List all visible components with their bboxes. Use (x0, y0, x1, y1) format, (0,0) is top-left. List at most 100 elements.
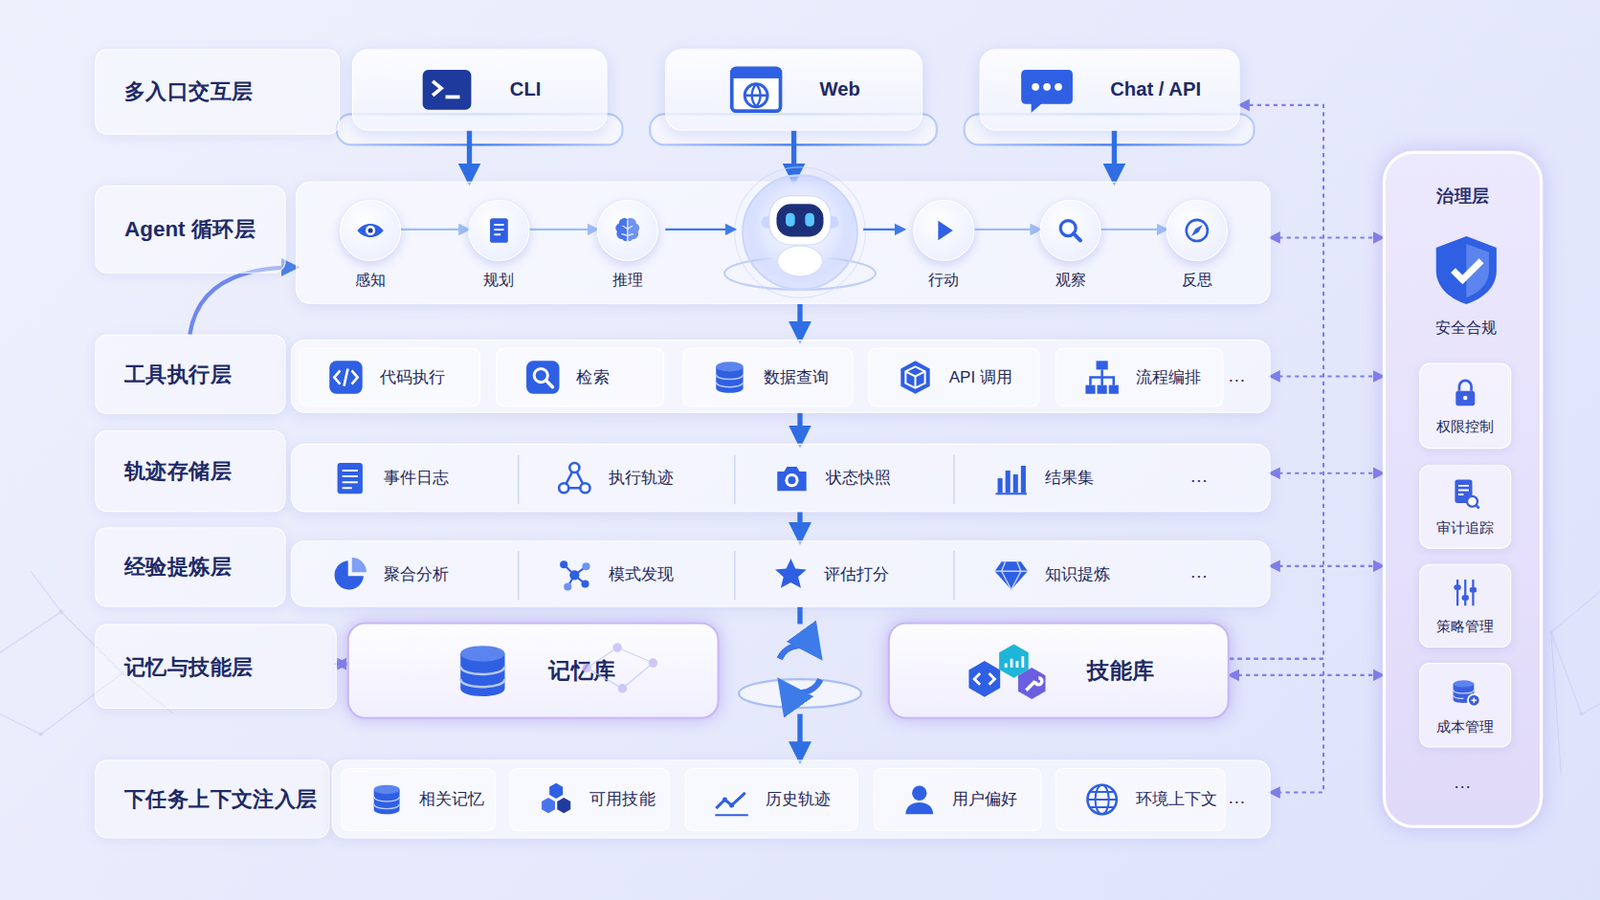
governance-item: 权限控制 (1419, 363, 1512, 450)
node-text: 技能库 (1087, 655, 1155, 687)
chat-icon (1018, 61, 1076, 119)
ellipsis-label: … (1227, 365, 1246, 387)
node-text: 下任务上下文注入层 (124, 785, 318, 815)
node-text: 多入口交互层 (124, 77, 253, 107)
component-item: 检索 (495, 348, 665, 408)
node-text: 反思 (1181, 270, 1213, 290)
governance-item: 审计追踪 (1419, 465, 1512, 549)
node-text: 轨迹存储层 (124, 457, 232, 487)
component-item: 事件日志 (304, 449, 514, 508)
component-item: 知识提炼 (965, 545, 1170, 603)
dashed-connector (1270, 565, 1383, 568)
cubes-icon (536, 780, 577, 821)
layer-band: 代码执行 检索 数据查询 API 调用 流程编排 (290, 339, 1271, 414)
dashed-connector (1270, 472, 1383, 475)
node-text: 审计追踪 (1436, 519, 1494, 538)
flow-arrow (797, 606, 802, 760)
star-icon (772, 555, 809, 593)
loop-step-circle: 感知 (339, 200, 401, 262)
dashed-connector (1229, 674, 1383, 677)
node-text: 记忆与技能层 (124, 652, 253, 682)
globe-icon (1082, 780, 1122, 821)
component-item: 聚合分析 (304, 545, 514, 603)
layer-label: 轨迹存储层 (94, 430, 286, 512)
node-text: 规划 (483, 270, 514, 290)
bars-icon (991, 459, 1031, 499)
node-text: 感知 (355, 270, 386, 290)
node-text: 事件日志 (383, 467, 449, 489)
node-text: 环境上下文 (1135, 789, 1218, 811)
node-text: 观察 (1055, 270, 1087, 290)
flow-arrow (791, 130, 797, 181)
code-icon (326, 357, 366, 398)
component-item: 数据查询 (682, 348, 853, 408)
pie-icon (330, 555, 370, 595)
node-text: 检索 (576, 366, 609, 388)
search-icon (1055, 215, 1087, 246)
node-text: 工具执行层 (124, 359, 232, 389)
layer-label: 经验提炼层 (94, 527, 286, 607)
entry-box: Chat / API (979, 48, 1241, 131)
node-text: Agent 循环层 (124, 215, 256, 245)
flow-arrow (797, 304, 802, 340)
node-text: 评估打分 (823, 563, 889, 585)
layer-band: 事件日志 执行轨迹状态快照结果集 (290, 444, 1271, 512)
component-item: 状态快照 (745, 449, 950, 508)
flow-icon (1082, 357, 1122, 398)
list-icon (330, 459, 370, 499)
entry-box: CLI (352, 48, 608, 131)
layer-band: 相关记忆可用技能历史轨迹用户偏好环境上下文 (332, 759, 1271, 839)
entry-box: Web (665, 48, 923, 131)
governance-item: 策略管理 (1419, 564, 1512, 648)
node-text: 用户偏好 (952, 789, 1018, 811)
coins-icon (1447, 674, 1483, 710)
sliders-icon (1447, 575, 1483, 610)
node-text: CLI (510, 78, 542, 101)
node-text: 权限控制 (1436, 418, 1494, 437)
dashed-connector (1270, 375, 1383, 378)
flow-arrow (189, 266, 296, 334)
flow-arrow (466, 130, 472, 181)
node-text: 记忆库 (548, 655, 616, 687)
loop-step-circle: 行动 (912, 200, 975, 262)
store-box: 记忆库 (347, 622, 720, 719)
loop-step-circle: 规划 (467, 200, 530, 262)
camera-icon (772, 459, 812, 499)
node-text: 历史轨迹 (765, 789, 831, 811)
component-item: 执行轨迹 (528, 449, 731, 508)
audit-icon (1447, 476, 1483, 512)
node-text: 模式发现 (608, 563, 674, 585)
loop-step-circle: 观察 (1040, 200, 1102, 262)
component-item: 流程编排 (1055, 348, 1224, 408)
loop-step-circle: 推理 (597, 200, 659, 262)
ellipsis-label: … (1189, 561, 1208, 583)
component-item: 评估打分 (745, 545, 950, 603)
node-text: 推理 (612, 270, 644, 290)
eye-icon (354, 214, 387, 247)
layer-label: 记忆与技能层 (94, 624, 337, 711)
ellipsis-label: … (1227, 787, 1246, 809)
user-icon (901, 781, 938, 819)
node-text: 成本管理 (1436, 717, 1494, 736)
node-text: 数据查询 (763, 366, 829, 388)
doc-icon (482, 214, 515, 247)
node-text: 相关记忆 (419, 789, 485, 811)
component-item: 代码执行 (298, 348, 481, 408)
play-icon (927, 214, 960, 247)
component-item: 用户偏好 (873, 768, 1043, 832)
node-text: 经验提炼层 (124, 553, 232, 582)
graph-icon (555, 459, 595, 499)
node-text: API 调用 (949, 366, 1013, 388)
panel-title: 治理层 (1385, 184, 1540, 209)
dashed-connector (1270, 236, 1383, 239)
layer-band: 聚合分析 模式发现 评估打分 知识提炼 (290, 540, 1271, 607)
brain-icon (610, 213, 645, 248)
node-text: Chat / API (1110, 78, 1201, 101)
layer-band: 感知规划推理行动观察反思 (295, 181, 1270, 305)
web-icon (727, 61, 785, 119)
component-item: 结果集 (965, 449, 1170, 508)
db-icon (450, 639, 514, 703)
skills-icon (962, 638, 1053, 704)
node-text: 安全合规 (1435, 317, 1497, 337)
flow-arrow (1111, 130, 1117, 181)
